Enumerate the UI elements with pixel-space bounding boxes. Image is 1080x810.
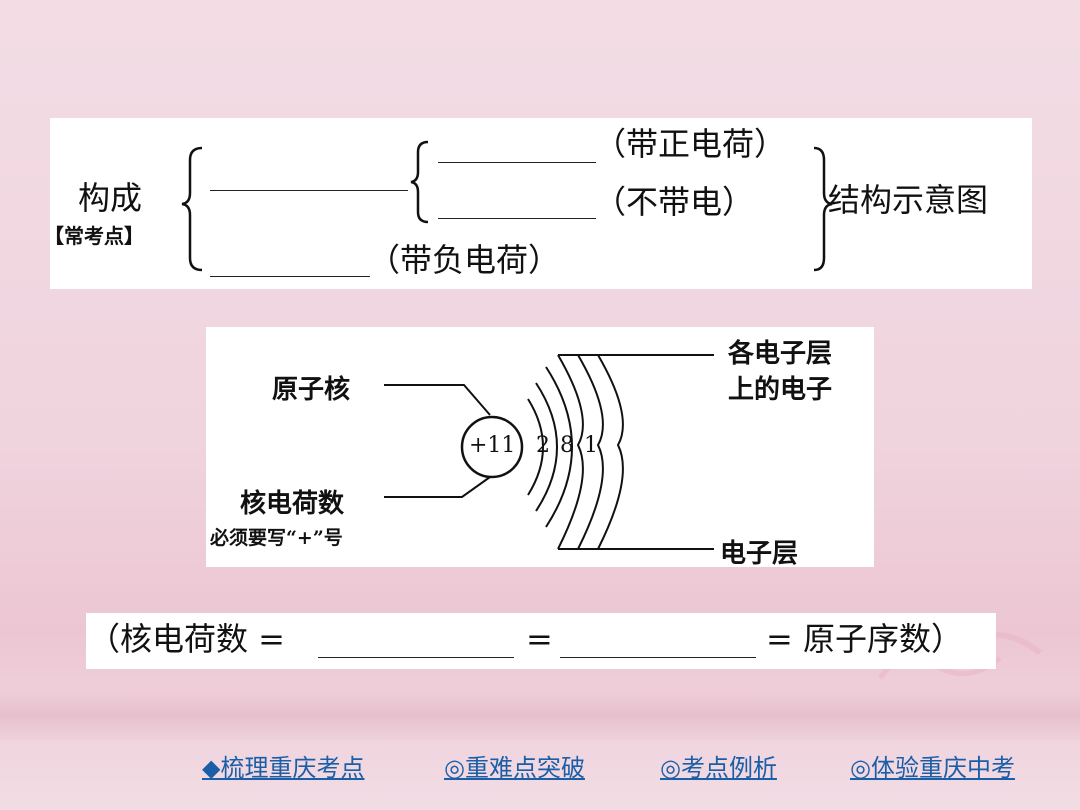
charge-number-label: 核电荷数 <box>240 489 345 519</box>
composition-label: 构成 <box>78 179 143 217</box>
blank-atom-part[interactable] <box>210 190 408 191</box>
footer-nav: ◆梳理重庆考点 ◎重难点突破 ◎考点例析 ◎体验重庆中考 <box>0 752 1080 786</box>
nav-key-difficulties[interactable]: ◎重难点突破 <box>444 754 585 782</box>
brace-lines <box>181 140 833 272</box>
neutral-text: （不带电） <box>594 183 755 221</box>
shell-count-3: 1 <box>584 433 598 458</box>
electrons-label-line1: 各电子层 <box>728 339 833 369</box>
blank-electron-count[interactable] <box>560 657 756 658</box>
formula-equals: = <box>526 620 553 658</box>
shell-count-1: 2 <box>536 433 550 458</box>
blank-proton[interactable] <box>438 162 596 163</box>
negative-charge-text: （带负电荷） <box>368 241 561 279</box>
nav-examples[interactable]: ◎考点例析 <box>660 754 777 782</box>
electron-shell-label: 电子层 <box>720 539 799 569</box>
structure-diagram-label: 结构示意图 <box>828 181 989 219</box>
formula-panel: （核电荷数 = = = 原子序数） <box>86 613 996 669</box>
positive-charge-text: （带正电荷） <box>594 125 787 163</box>
formula-close: = 原子序数） <box>766 620 963 658</box>
nav-exam-practice[interactable]: ◎体验重庆中考 <box>850 754 1015 782</box>
blank-proton-count[interactable] <box>318 657 514 658</box>
composition-panel: 构成 【常考点】 （带正电荷） （不带电） （带负电荷） 结构示意图 <box>44 118 1032 289</box>
blank-electron[interactable] <box>210 276 370 277</box>
nucleus-label: 原子核 <box>272 375 351 405</box>
background-band <box>0 690 1080 740</box>
common-point-badge: 【常考点】 <box>44 224 144 248</box>
blank-neutron[interactable] <box>438 218 596 219</box>
nucleus-charge: +11 <box>469 433 516 458</box>
electrons-label-line2: 上的电子 <box>728 375 833 405</box>
nav-review-points[interactable]: ◆梳理重庆考点 <box>202 754 365 782</box>
formula-open: （核电荷数 = <box>88 620 285 658</box>
atom-structure-drawing <box>384 354 714 550</box>
plus-sign-note: 必须要写“+”号 <box>210 527 343 549</box>
atom-diagram-panel: 原子核 +11 2 8 1 核电荷数 必须要写“+”号 各电子层 上的电子 电子… <box>206 327 874 569</box>
shell-count-2: 8 <box>560 433 574 458</box>
